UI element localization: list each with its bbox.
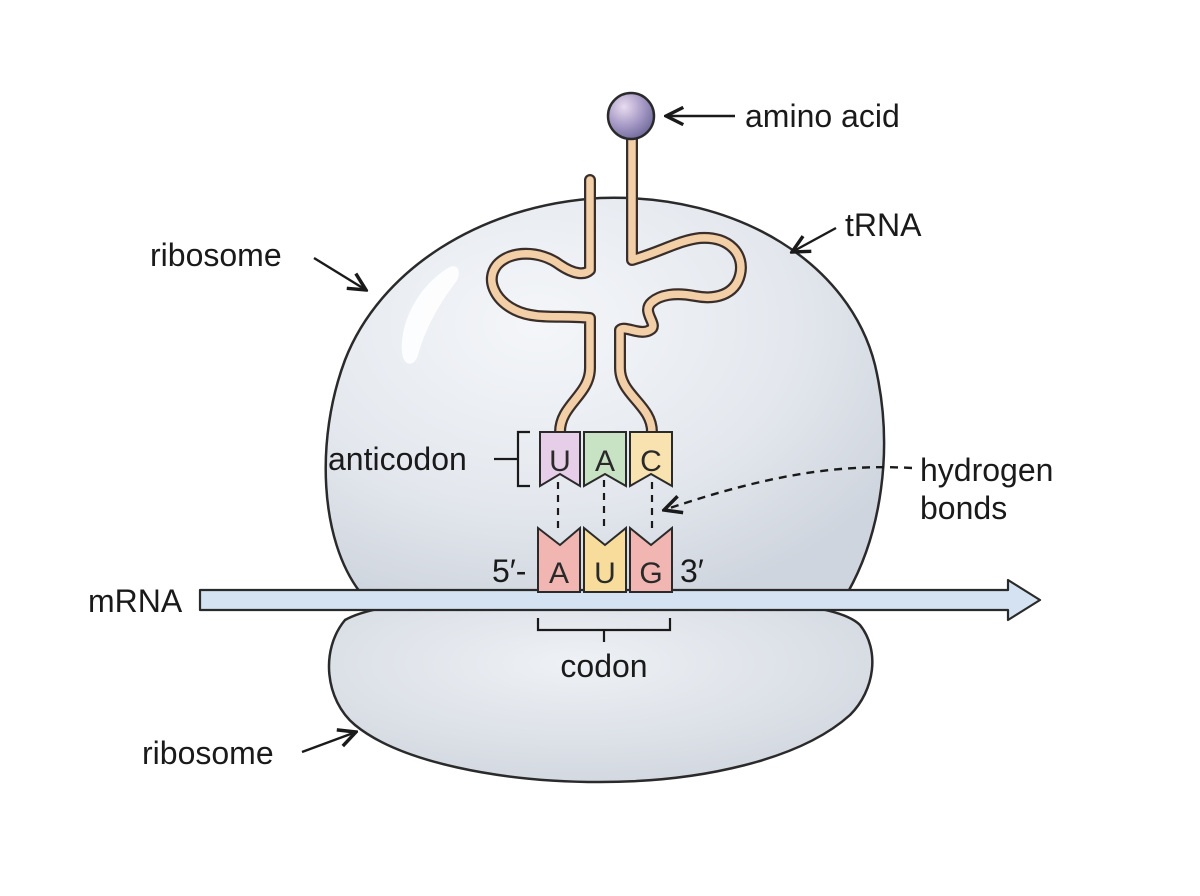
ribosome-small-pointer bbox=[301, 732, 356, 754]
mrna-label: mRNA bbox=[88, 583, 183, 619]
five-prime-label: 5′- bbox=[492, 553, 526, 589]
anticodon-base-1-letter: U bbox=[549, 445, 571, 478]
trna-pointer bbox=[792, 226, 837, 252]
codon-bracket bbox=[536, 618, 672, 642]
ribosome-large-pointer bbox=[313, 256, 366, 290]
ribosome-highlight bbox=[401, 266, 459, 364]
anticodon-base-2: A bbox=[583, 431, 627, 488]
ribosome-small-subunit bbox=[327, 598, 874, 784]
anticodon-base-3-letter: C bbox=[640, 445, 662, 478]
anticodon-base-2-letter: A bbox=[595, 445, 615, 478]
anticodon-label: anticodon bbox=[328, 441, 467, 477]
ribosome-large-subunit bbox=[324, 196, 886, 594]
anticodon-bracket bbox=[494, 430, 530, 488]
codon-base-2-letter: U bbox=[594, 557, 616, 590]
amino-acid-sphere bbox=[606, 91, 656, 141]
hydrogen-bonds-label-line1: hydrogen bbox=[920, 452, 1053, 488]
anticodon-base-3: C bbox=[629, 431, 673, 488]
codon-base-1-letter: A bbox=[549, 557, 569, 590]
anticodon-bases: U A C bbox=[539, 431, 673, 488]
codon-base-3: G bbox=[629, 525, 673, 593]
ribosome-large-label: ribosome bbox=[150, 237, 282, 273]
trna-molecule bbox=[485, 114, 747, 438]
mrna-strand bbox=[198, 578, 1042, 622]
amino-acid-label: amino acid bbox=[745, 98, 900, 134]
hydrogen-bonds-label-line2: bonds bbox=[920, 490, 1007, 526]
codon-base-3-letter: G bbox=[639, 557, 662, 590]
codon-base-1: A bbox=[537, 525, 581, 593]
trna-label: tRNA bbox=[845, 207, 922, 243]
codon-bases: A U G bbox=[537, 525, 673, 593]
hydrogen-bonds-pointer bbox=[664, 465, 913, 510]
ribosome-small-label: ribosome bbox=[142, 735, 274, 771]
codon-label: codon bbox=[560, 648, 647, 684]
anticodon-base-1: U bbox=[539, 431, 581, 488]
hydrogen-bond-lines bbox=[556, 480, 654, 532]
three-prime-label: 3′ bbox=[680, 553, 704, 589]
codon-base-2: U bbox=[583, 525, 627, 593]
